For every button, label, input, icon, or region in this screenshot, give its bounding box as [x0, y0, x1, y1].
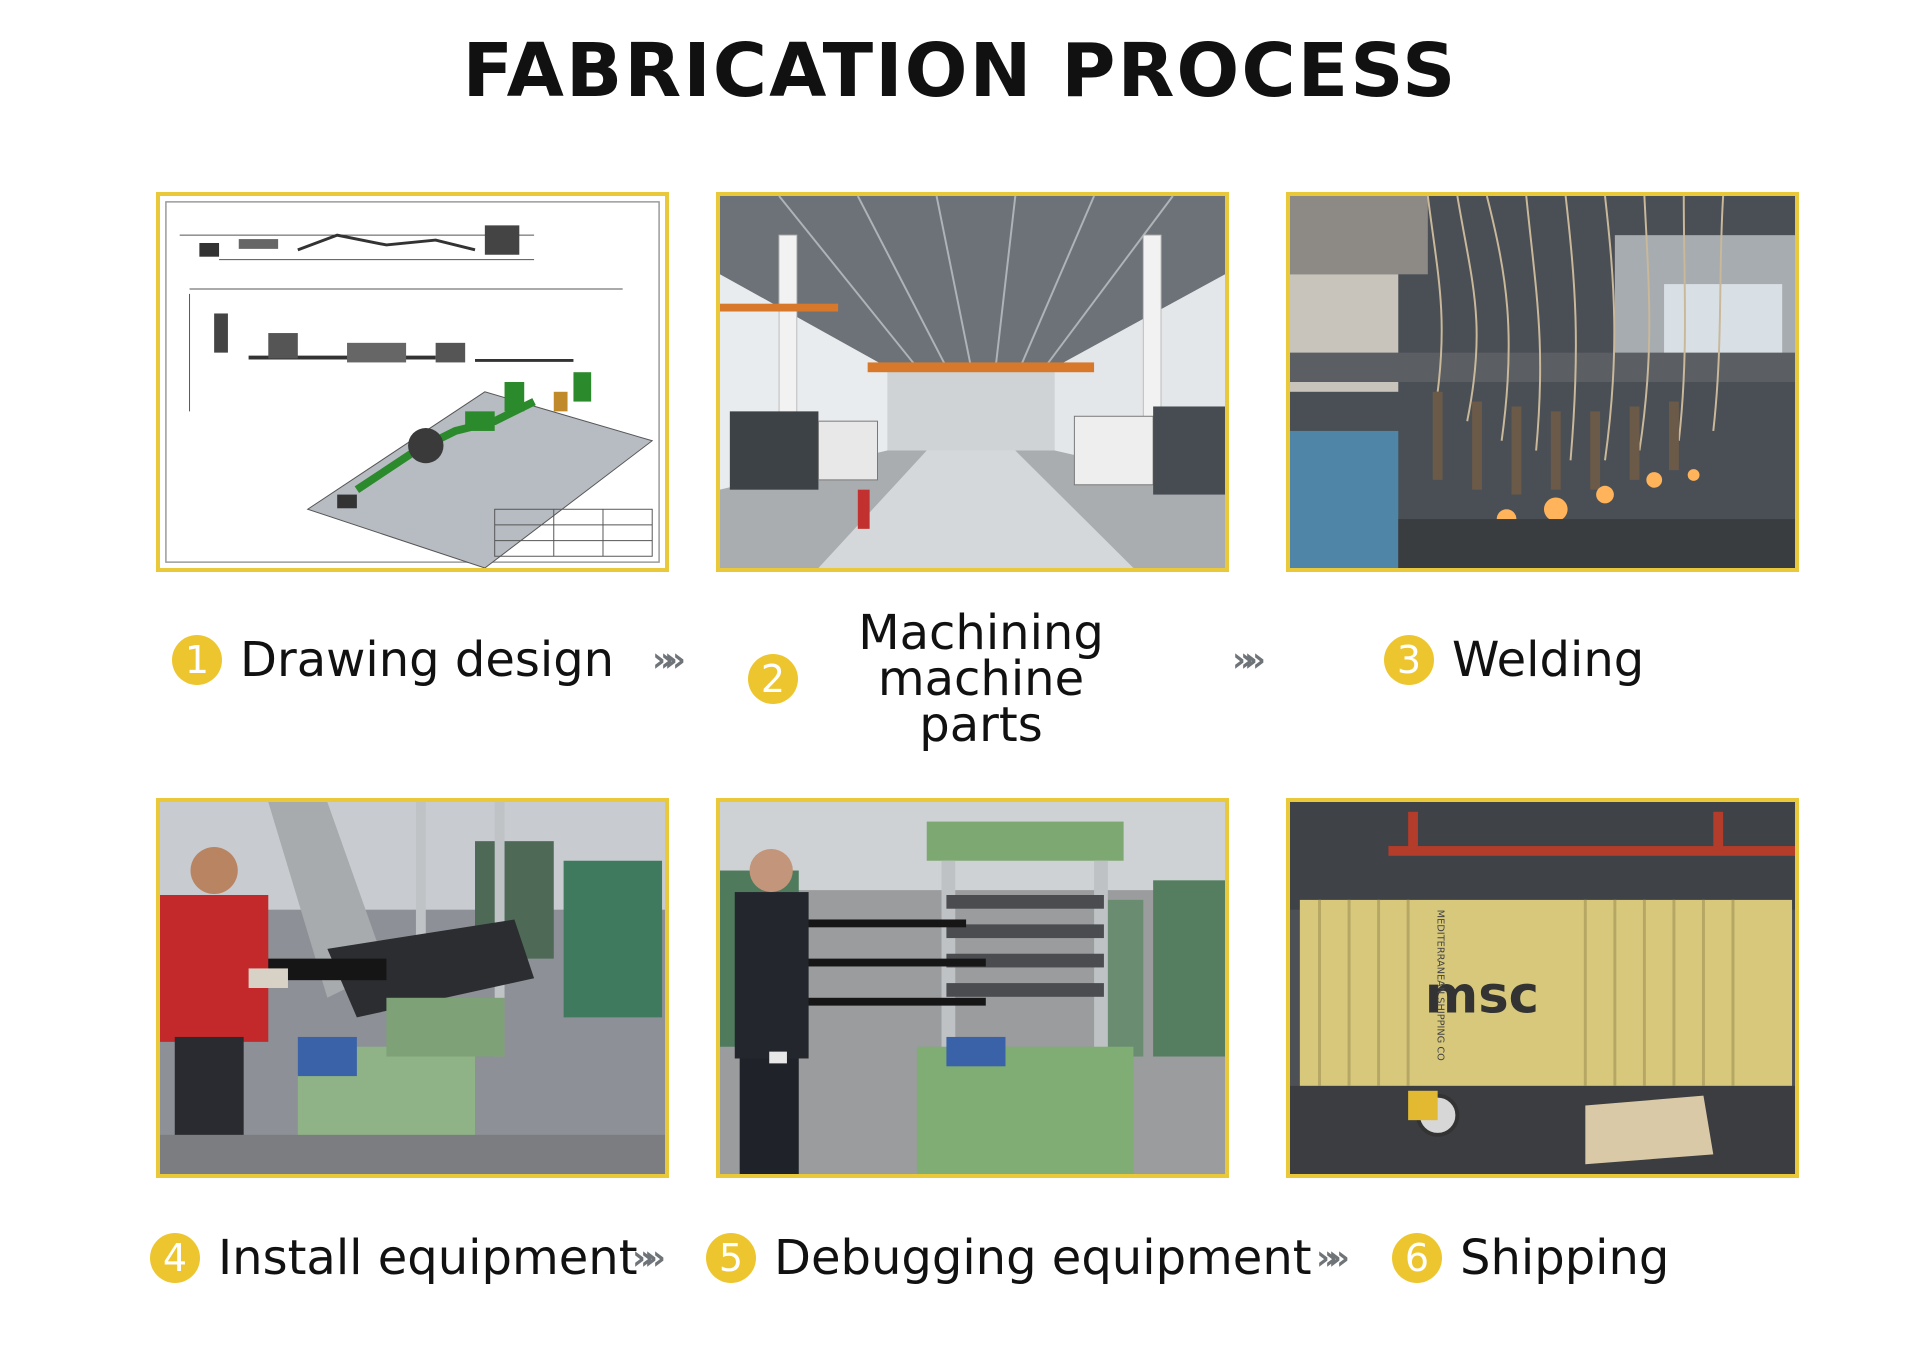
page-title: FABRICATION PROCESS	[462, 28, 1458, 114]
step-label: Welding	[1452, 632, 1645, 688]
step-label: Drawing design	[240, 632, 615, 688]
step-arrow-icon: »»	[652, 640, 686, 680]
step-machining-machine-parts: 2 Machining machine parts	[748, 605, 1146, 753]
debugging-equipment-photo	[716, 798, 1229, 1178]
machining-workshop-photo	[716, 192, 1229, 572]
step-label: Machining machine parts	[858, 605, 1104, 753]
shipping-container-photo: msc MEDITERRANEAN SHIPPING CO	[1286, 798, 1799, 1178]
step-shipping: 6 Shipping	[1392, 1230, 1669, 1286]
step-number-badge: 2	[748, 654, 798, 704]
step-number-badge: 4	[150, 1233, 200, 1283]
container-logo: msc	[1425, 967, 1539, 1026]
step-number-badge: 3	[1384, 635, 1434, 685]
step-number-badge: 5	[706, 1233, 756, 1283]
step-label: Install equipment	[218, 1230, 638, 1286]
step-arrow-icon: »»	[632, 1238, 666, 1278]
step-label: Debugging equipment	[774, 1230, 1312, 1286]
step-label: Shipping	[1460, 1230, 1670, 1286]
step-welding: 3 Welding	[1384, 632, 1644, 688]
step-drawing-design: 1 Drawing design	[172, 632, 614, 688]
step-debugging-equipment: 5 Debugging equipment	[706, 1230, 1312, 1286]
step-number-badge: 1	[172, 635, 222, 685]
step-install-equipment: 4 Install equipment	[150, 1230, 638, 1286]
install-equipment-photo	[156, 798, 669, 1178]
step-arrow-icon: »»	[1232, 640, 1266, 680]
step-arrow-icon: »»	[1316, 1238, 1350, 1278]
container-side-text: MEDITERRANEAN SHIPPING CO	[1435, 910, 1446, 1061]
step-number-badge: 6	[1392, 1233, 1442, 1283]
welding-photo	[1286, 192, 1799, 572]
drawing-design-photo	[156, 192, 669, 572]
